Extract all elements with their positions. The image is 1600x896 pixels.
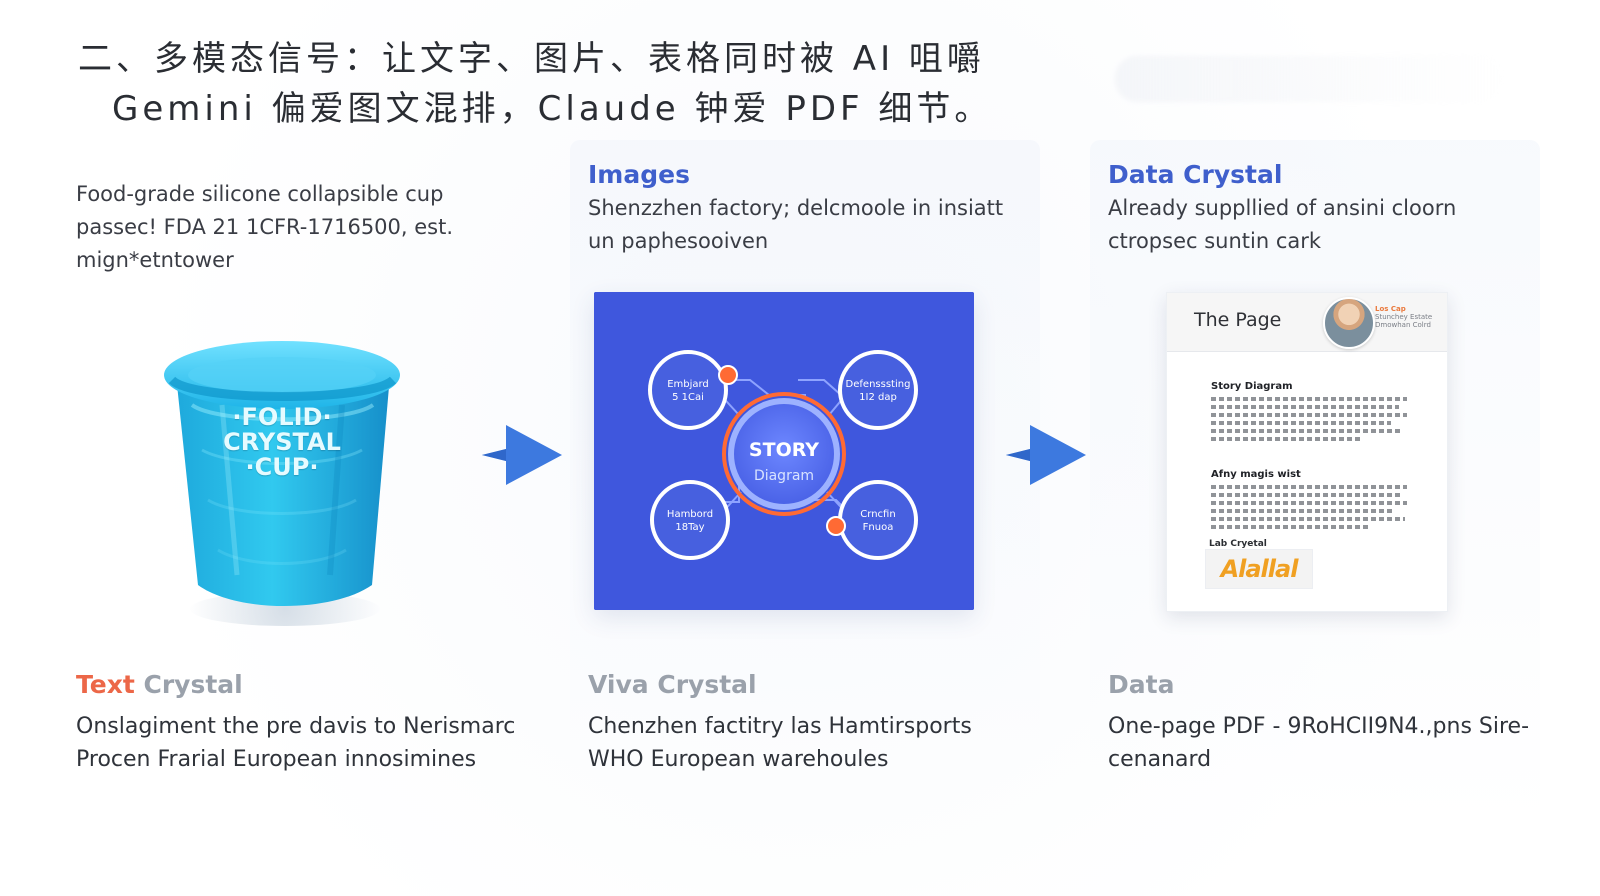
diagram-node-bottom-right: Crncfin Fnuoa	[838, 480, 918, 560]
story-diagram: STORY Diagram Embjard 5 1Cai Defenssstin…	[594, 292, 974, 610]
pdf-header-small-2: Stunchey Estate	[1375, 313, 1433, 321]
silicone-cup-illustration: ·FOLID· CRYSTAL ·CUP·	[152, 330, 412, 626]
text-title-rest: Crystal	[134, 670, 243, 699]
svg-text:18Tay: 18Tay	[675, 522, 704, 533]
story-diagram-image: STORY Diagram Embjard 5 1Cai Defenssstin…	[594, 292, 974, 610]
arrow-right-icon	[1006, 425, 1086, 485]
images-column: Images Shenzzhen factory; delcmoole in i…	[570, 140, 1040, 830]
text-title-accent: Text	[76, 670, 135, 699]
text-column-bottom: Text Crystal Onslagiment the pre davis t…	[76, 668, 516, 776]
cup-icon	[164, 341, 400, 606]
pdf-header: The Page Los Cap Stunchey Estate Dmowhan…	[1167, 293, 1447, 352]
text-column-top: Food-grade silicone collapsible cup pass…	[76, 158, 506, 277]
pdf-header-small-text: Los Cap Stunchey Estate Dmowhan Colrd	[1375, 305, 1445, 329]
pdf-logo-image: Alallal	[1205, 549, 1313, 589]
svg-text:Embjard: Embjard	[667, 379, 709, 390]
diagram-node-top-right: Defensssting 1I2 dap	[838, 350, 918, 430]
pdf-header-small-3: Dmowhan Colrd	[1375, 321, 1431, 329]
data-bottom-description: One-page PDF - 9RoHCII9N4.,pns Sire-cena…	[1108, 714, 1530, 772]
text-column-top-description: Food-grade silicone collapsible cup pass…	[76, 182, 454, 272]
images-column-top: Images Shenzzhen factory; delcmoole in i…	[588, 158, 1018, 258]
svg-text:Fnuoa: Fnuoa	[863, 522, 894, 533]
data-column-title: Data Crystal	[1108, 160, 1283, 189]
images-title: Images	[588, 160, 690, 189]
data-bottom-title: Data	[1108, 670, 1175, 699]
svg-text:5 1Cai: 5 1Cai	[672, 392, 704, 403]
pdf-header-small-1: Los Cap	[1375, 305, 1406, 313]
svg-text:Crncfin: Crncfin	[860, 509, 895, 520]
text-crystal-column: Food-grade silicone collapsible cup pass…	[58, 140, 528, 830]
faint-watermark	[1115, 56, 1505, 102]
images-bottom-description: Chenzhen factitry las Hamtirsports WHO E…	[588, 714, 972, 772]
avatar	[1323, 297, 1375, 349]
page-heading: 二、多模态信号：让文字、图片、表格同时被 AI 咀嚼 Gemini 偏爱图文混排…	[78, 34, 1058, 134]
svg-text:Hambord: Hambord	[667, 509, 713, 520]
text-column-bottom-title: Text Crystal	[76, 668, 516, 702]
images-bottom-title: Viva Crystal	[588, 670, 757, 699]
data-column-description: Already suppllied of ansini cloorn ctrop…	[1108, 196, 1457, 253]
data-column-bottom: Data One-page PDF - 9RoHCII9N4.,pns Sire…	[1108, 668, 1548, 776]
data-column-top: Data Crystal Already suppllied of ansini…	[1108, 158, 1538, 258]
pdf-page-title: The Page	[1194, 309, 1282, 331]
svg-text:Defensssting: Defensssting	[846, 379, 911, 390]
diagram-center-title: STORY	[749, 439, 819, 461]
pdf-page-preview: The Page Los Cap Stunchey Estate Dmowhan…	[1166, 292, 1448, 612]
data-crystal-column: Data Crystal Already suppllied of ansini…	[1090, 140, 1540, 830]
svg-text:1I2 dap: 1I2 dap	[859, 392, 897, 403]
pdf-section-1-lines	[1211, 397, 1407, 445]
pdf-section-2-title: Afny magis wist	[1211, 469, 1301, 480]
pdf-section-1-title: Story Diagram	[1211, 381, 1293, 392]
cup-label: ·FOLID· CRYSTAL ·CUP·	[223, 403, 341, 481]
heading-line-2: Gemini 偏爱图文混排，Claude 钟爱 PDF 细节。	[112, 89, 993, 129]
diagram-node-bottom-left: Hambord 18Tay	[650, 480, 730, 560]
diagram-center-subtitle: Diagram	[754, 468, 814, 484]
images-column-bottom: Viva Crystal Chenzhen factitry las Hamti…	[588, 668, 1028, 776]
text-column-bottom-description: Onslagiment the pre davis to Nerismarc P…	[76, 714, 516, 772]
images-description: Shenzzhen factory; delcmoole in insiatt …	[588, 196, 1004, 253]
pdf-logo-label: Lab Cryetal	[1209, 539, 1267, 549]
arrow-right-icon	[482, 425, 562, 485]
pdf-section-2-lines	[1211, 485, 1407, 533]
heading-line-1: 二、多模态信号：让文字、图片、表格同时被 AI 咀嚼	[78, 39, 985, 79]
diagram-node-top-left: Embjard 5 1Cai	[648, 350, 728, 430]
